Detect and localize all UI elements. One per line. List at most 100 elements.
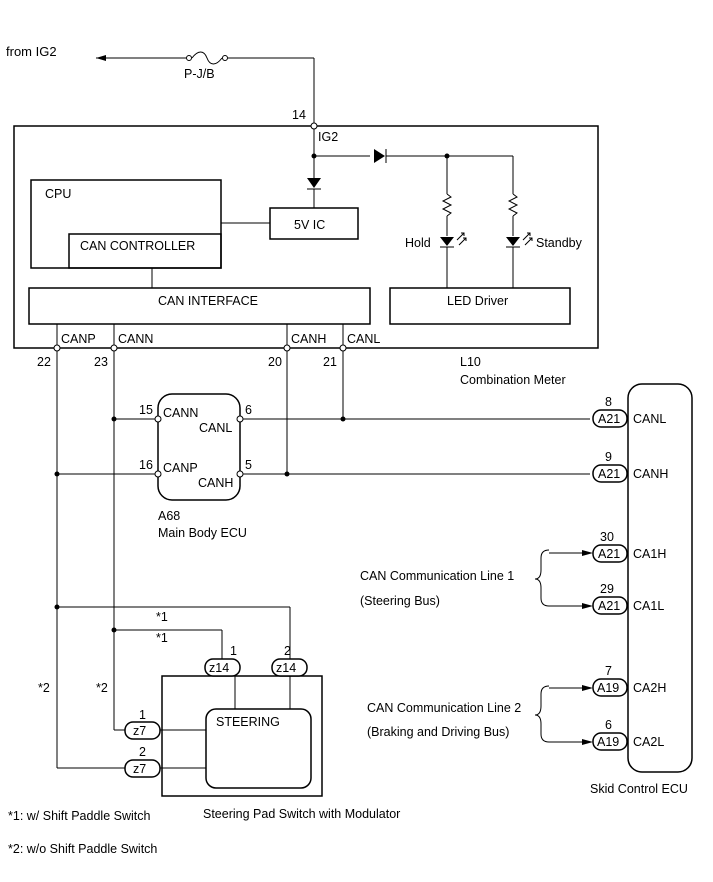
light-emission-icon: [522, 232, 533, 246]
bracket-line2: [534, 685, 550, 743]
skid-connector-code: A21: [598, 467, 620, 481]
main-body-canh-label: CANH: [198, 476, 233, 490]
main-body-terminal: [236, 470, 244, 478]
hold-label: Hold: [405, 236, 431, 250]
skid-pin-num: 9: [605, 450, 612, 464]
skid-connector: [592, 596, 628, 615]
junction-dot: [311, 153, 317, 159]
meter-terminals: [53, 344, 347, 352]
fuse-terminal: [222, 55, 228, 61]
skid-connector: [592, 409, 628, 428]
meter-canp-label: CANP: [61, 332, 96, 346]
main-body-code: A68: [158, 509, 180, 523]
main-body-terminal: [236, 415, 244, 423]
meter-terminal-canl: [339, 344, 347, 352]
resistor-icon: [441, 193, 453, 217]
steering-inner-box: [205, 708, 312, 789]
steering-connector: [204, 658, 241, 677]
skid-connector-code: A19: [597, 735, 619, 749]
meter-ig2-label: IG2: [318, 130, 338, 144]
bracket-line1: [534, 549, 550, 607]
cpu-label: CPU: [45, 187, 71, 201]
skid-connector-code: A19: [597, 681, 619, 695]
arrow-icon: [582, 739, 593, 745]
skid-pin-label: CA2L: [633, 735, 664, 749]
line1-name: CAN Communication Line 1: [360, 569, 514, 583]
power-feed: from IG2 P-J/B: [6, 44, 315, 126]
skid-pin-num: 6: [605, 718, 612, 732]
main-body-cann-label: CANN: [163, 406, 198, 420]
led-driver-label: LED Driver: [447, 294, 508, 308]
can-interface-label: CAN INTERFACE: [158, 294, 258, 308]
line1-desc: (Steering Bus): [360, 594, 440, 608]
skid-pin-label: CA1L: [633, 599, 664, 613]
can-interface-box: [28, 287, 371, 325]
skid-connector: [592, 678, 628, 697]
resistor-icon: [507, 193, 519, 217]
fuse-terminal: [186, 55, 192, 61]
steering-inner-label: STEERING: [216, 715, 280, 729]
external-wiring: *1 *1 *2 *2: [38, 351, 590, 769]
diode-icon: [307, 178, 321, 188]
line2-name: CAN Communication Line 2: [367, 701, 521, 715]
meter-pin-canp: 22: [37, 355, 51, 369]
meter-code: L10: [460, 355, 481, 369]
skid-name: Skid Control ECU: [590, 782, 688, 796]
meter-pin-ig2: 14: [292, 108, 306, 122]
steering-top-pin: 2: [284, 644, 291, 658]
meter-canh-label: CANH: [291, 332, 326, 346]
skid-pin-num: 7: [605, 664, 612, 678]
steering-connector-code: z14: [209, 661, 229, 675]
main-body-outline: [157, 393, 241, 501]
marker-star1: *1: [156, 631, 168, 645]
meter-pin-cann: 23: [94, 355, 108, 369]
meter-name: Combination Meter: [460, 373, 566, 387]
led-icon: [440, 237, 454, 246]
meter-cann-label: CANN: [118, 332, 153, 346]
led-driver-box: [389, 287, 571, 325]
fuse-label: P-J/B: [184, 67, 215, 81]
main-body-canp-label: CANP: [163, 461, 198, 475]
arrow-icon: [582, 550, 593, 556]
skid-connector: [592, 544, 628, 563]
line2-desc: (Braking and Driving Bus): [367, 725, 509, 739]
led-icon: [506, 237, 520, 246]
fuse-icon: [191, 51, 223, 65]
junction-dot: [54, 471, 60, 477]
standby-label: Standby: [536, 236, 583, 250]
skid-connector-code: A21: [598, 599, 620, 613]
footnote-1: *1: w/ Shift Paddle Switch: [8, 809, 150, 823]
main-body-pin-canl: 6: [245, 403, 252, 417]
main-body-pin-canh: 5: [245, 458, 252, 472]
diode-icon: [374, 149, 385, 163]
skid-connector-code: A21: [598, 547, 620, 561]
marker-star2: *2: [38, 681, 50, 695]
skid-connector: [592, 732, 628, 751]
main-body-pin-canp: 16: [139, 458, 153, 472]
junction-dot: [111, 416, 117, 422]
main-body-name: Main Body ECU: [158, 526, 247, 540]
main-body-ecu: 15 CANN 6 CANL 16 CANP 5 CANH A68 Main B…: [139, 393, 252, 540]
skid-pin-label: CA1H: [633, 547, 666, 561]
power-source-label: from IG2: [6, 44, 57, 59]
can-controller-label: CAN CONTROLLER: [80, 239, 195, 253]
arrow-icon: [582, 685, 593, 691]
meter-terminal-canp: [53, 344, 61, 352]
steering-connector-code: z14: [276, 661, 296, 675]
junction-dot: [340, 416, 346, 422]
marker-star1: *1: [156, 610, 168, 624]
can-controller-box: [68, 233, 222, 269]
skid-pin-num: 30: [600, 530, 614, 544]
skid-control-ecu: Skid Control ECU 8 A21 CANL 9 A21 CANH 3…: [360, 383, 693, 796]
meter-outline: [13, 125, 599, 349]
meter-canl-label: CANL: [347, 332, 380, 346]
steering-left-pin: 2: [139, 745, 146, 759]
junction-dot: [284, 471, 290, 477]
junction-dot: [111, 627, 117, 633]
main-body-terminal: [154, 415, 162, 423]
meter-pin-canh: 20: [268, 355, 282, 369]
skid-connector: [592, 464, 628, 483]
steering-pad-switch: STEERING 1 z14 2 z14 1 z7 2 z7 Steering …: [124, 644, 400, 821]
skid-outline: [627, 383, 693, 773]
